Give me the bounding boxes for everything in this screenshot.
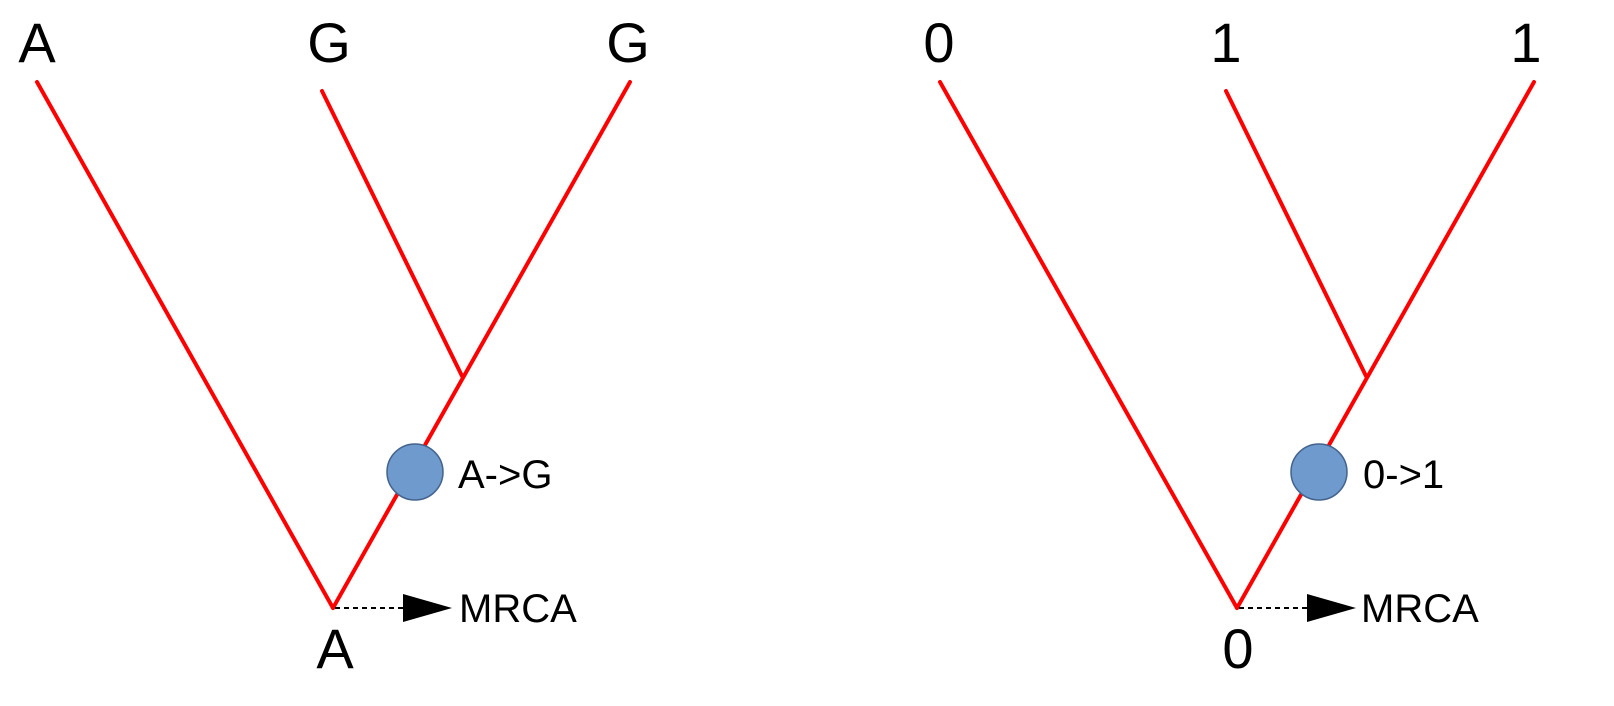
tree-right-tip-label-1: 0 bbox=[923, 11, 954, 74]
tree-left-tip-label-3: G bbox=[606, 11, 650, 74]
tree-left-mutation-dot bbox=[386, 443, 444, 501]
tree-right-branch-root-to-tip-3 bbox=[1235, 80, 1536, 610]
tree-left-branch-root-to-tip-3 bbox=[331, 80, 632, 610]
tree-left-mutation-label: A->G bbox=[458, 453, 552, 497]
tree-right-tip-label-2: 1 bbox=[1210, 11, 1241, 74]
tree-left-branch-internal-to-tip-2 bbox=[320, 89, 464, 378]
tree-right-mutation-dot bbox=[1290, 443, 1348, 501]
tree-right-mrca-label: MRCA bbox=[1361, 587, 1479, 631]
tree-left: A G G A->G MRCA A bbox=[18, 11, 649, 680]
tree-left-mrca-label: MRCA bbox=[459, 587, 577, 631]
tree-right-branch-root-to-tip-1 bbox=[938, 80, 1239, 610]
tree-right-mrca-arrow-icon bbox=[1307, 594, 1356, 622]
tree-right-branch-internal-to-tip-2 bbox=[1224, 89, 1368, 378]
tree-right-mutation-label: 0->1 bbox=[1363, 453, 1444, 497]
tree-left-mrca-arrow-icon bbox=[403, 594, 452, 622]
tree-right-tip-label-3: 1 bbox=[1510, 11, 1541, 74]
tree-right: 0 1 1 0->1 MRCA 0 bbox=[923, 11, 1541, 680]
tree-left-branch-root-to-tip-1 bbox=[35, 80, 335, 610]
tree-right-root-label: 0 bbox=[1222, 617, 1253, 680]
tree-left-tip-label-2: G bbox=[307, 11, 351, 74]
tree-left-root-label: A bbox=[316, 617, 354, 680]
tree-left-tip-label-1: A bbox=[18, 11, 56, 74]
